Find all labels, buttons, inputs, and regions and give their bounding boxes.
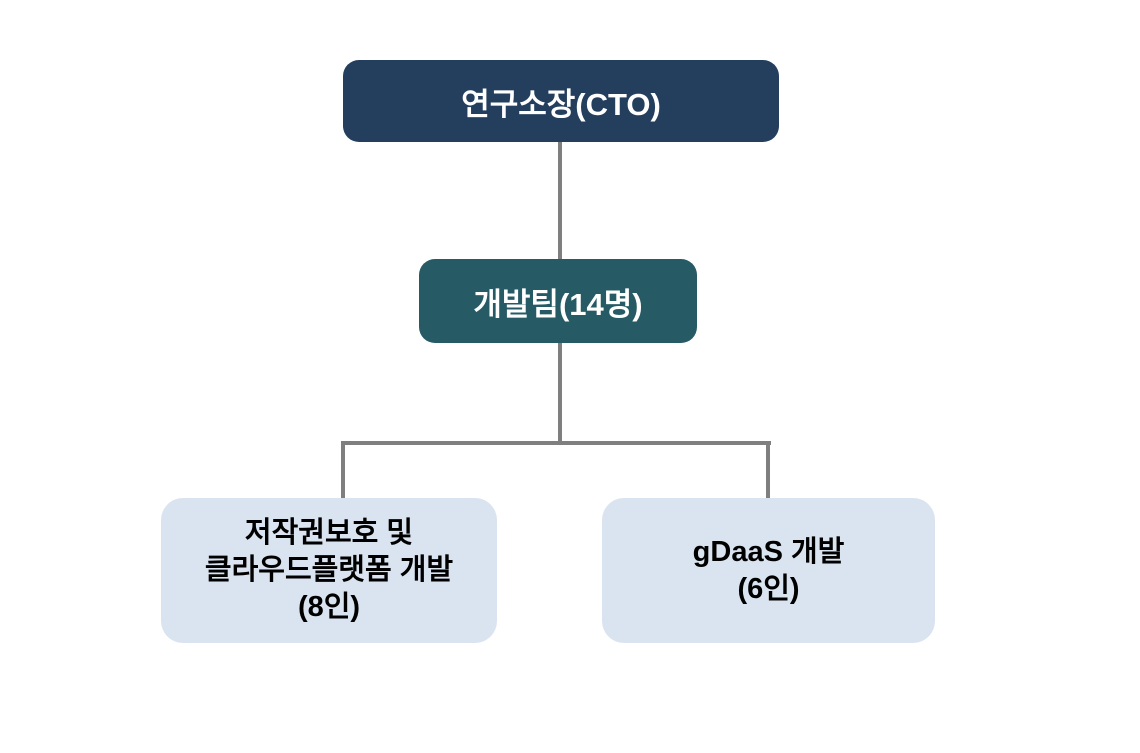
connector-devteam-down [558, 343, 562, 445]
org-node-copyright-cloud: 저작권보호 및 클라우드플랫폼 개발 (8인) [161, 498, 497, 643]
org-node-gdaas-line-1: gDaaS 개발 [692, 535, 845, 568]
org-node-copyright-cloud-line-2: 클라우드플랫폼 개발 [204, 554, 454, 586]
org-node-copyright-cloud-line-3: (8인) [297, 591, 361, 623]
connector-root-to-devteam [558, 142, 562, 259]
connector-horizontal-branch [341, 441, 771, 445]
org-node-dev-team: 개발팀(14명) [419, 259, 697, 343]
org-node-cto: 연구소장(CTO) [343, 60, 779, 142]
org-node-copyright-cloud-line-1: 저작권보호 및 [244, 517, 414, 549]
org-node-dev-team-label: 개발팀(14명) [473, 286, 643, 322]
connector-drop-left [341, 441, 345, 498]
connector-drop-right [766, 441, 770, 498]
org-node-gdaas: gDaaS 개발 (6인) [602, 498, 935, 643]
org-node-gdaas-line-2: (6인) [737, 572, 800, 605]
org-node-cto-label: 연구소장(CTO) [461, 86, 661, 122]
